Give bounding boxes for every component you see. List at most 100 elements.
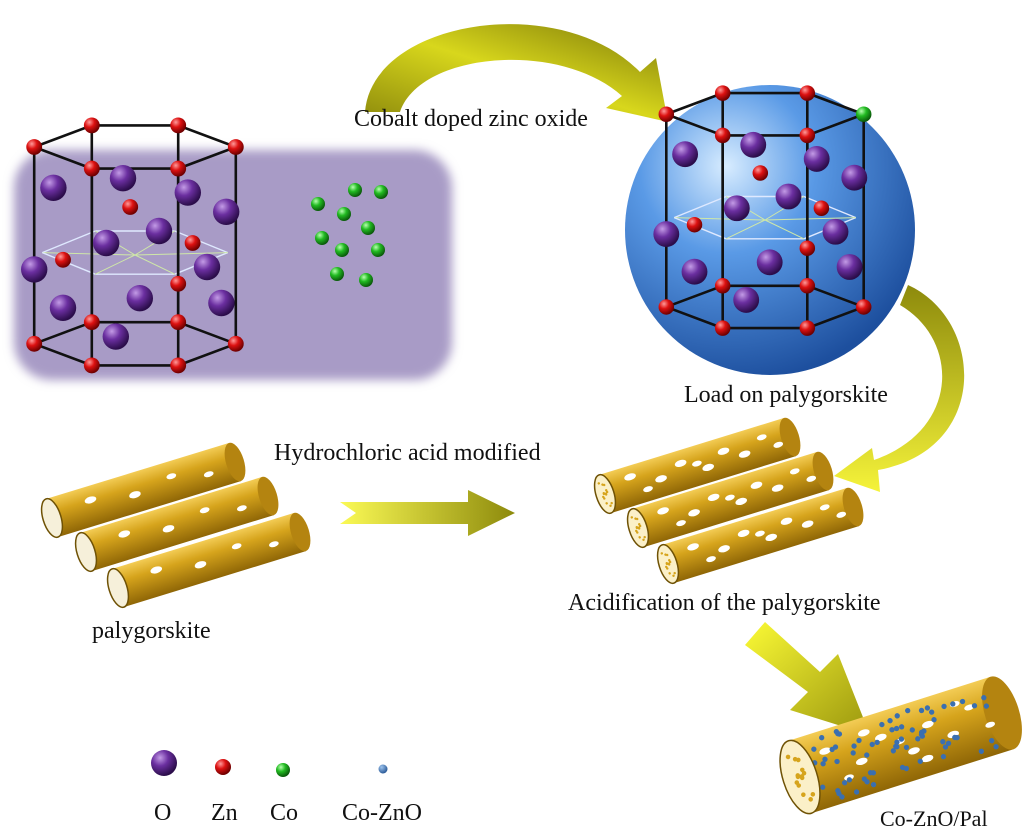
cobalt-atom (361, 221, 375, 235)
zinc-atom (714, 278, 731, 294)
pore (84, 496, 97, 504)
co-zno-dot (940, 753, 947, 760)
co-zno-dot (846, 777, 853, 783)
co-zno-dot (850, 750, 856, 756)
legend-co-zno-icon (378, 764, 388, 774)
co-zno-dot (928, 709, 935, 715)
zinc-atom (83, 357, 100, 374)
zinc-atom (799, 240, 816, 256)
palygorskite-tubes (40, 442, 311, 609)
tube (74, 476, 279, 573)
co-zno-dot (898, 736, 905, 742)
pore (771, 484, 784, 492)
pore (150, 566, 163, 574)
oxygen-atom (740, 131, 767, 158)
arrow-hcl (340, 490, 515, 536)
co-zno-dot (971, 703, 978, 709)
co-zno-dot (905, 707, 911, 714)
co-zno-dot (983, 703, 990, 709)
zinc-atom (227, 335, 244, 352)
oxygen-atom (672, 141, 699, 168)
legend-cobalt-icon (276, 763, 290, 777)
pore (231, 543, 242, 550)
co-zno-dot (893, 725, 900, 732)
co-zno-dot (931, 717, 937, 723)
co-zno-dot (978, 748, 985, 754)
pore (735, 497, 748, 506)
co-zno-dot (959, 698, 966, 705)
oxygen-atom (681, 258, 708, 285)
pore (129, 491, 141, 499)
cobalt-atom (311, 197, 325, 211)
co-zno-dot (839, 794, 845, 800)
oxygen-atom (208, 289, 235, 317)
co-zno-dot (893, 743, 899, 750)
pore (780, 517, 793, 525)
oxygen-atom (40, 174, 67, 201)
pore (921, 754, 934, 763)
pore (269, 541, 279, 548)
pore (718, 545, 730, 553)
pore (166, 473, 177, 480)
pore (855, 757, 868, 766)
tube (593, 417, 801, 515)
oxygen-atom (126, 285, 153, 312)
co-zno-dot (941, 703, 947, 710)
co-zno-dot (864, 752, 870, 758)
co-zno-dot (903, 765, 910, 772)
co-zno-pal-tube (779, 676, 1022, 815)
zinc-atom (799, 85, 816, 101)
co-zno-dot (879, 721, 885, 728)
label-palygorskite: palygorskite (92, 618, 211, 644)
pore (755, 530, 765, 537)
zinc-atom (122, 199, 139, 215)
legend-label-co: Co (270, 800, 299, 826)
co-zno-dot (861, 776, 868, 782)
co-zno-dot (945, 740, 952, 746)
co-zno-dot (918, 707, 925, 714)
pore (657, 507, 669, 515)
zinc-atom (55, 251, 71, 268)
pore (643, 486, 653, 493)
zinc-atom (184, 235, 201, 251)
zinc-atom (855, 299, 872, 315)
co-zno-dot (898, 724, 905, 730)
zinc-atom (799, 278, 816, 294)
oxygen-atom (775, 183, 802, 210)
co-zno-dot (909, 727, 915, 733)
pore (717, 447, 730, 455)
co-zno-dot (894, 713, 900, 719)
co-zno-dot (894, 739, 900, 745)
tube (106, 512, 311, 609)
co-zno-dot (952, 734, 958, 741)
zinc-atom (170, 160, 187, 177)
pore (964, 704, 974, 711)
pore (624, 473, 636, 481)
co-zno-dot (867, 770, 874, 776)
pore (706, 556, 716, 563)
oxygen-atom (841, 164, 868, 191)
co-zno-dot (836, 790, 842, 797)
cobalt-atom (855, 106, 872, 123)
pore (194, 561, 207, 569)
zinc-atom (170, 117, 187, 134)
zinc-atom (714, 85, 731, 101)
pore (789, 468, 800, 475)
zinc-atom (714, 320, 731, 336)
co-zno-dot (993, 744, 999, 750)
pore (237, 505, 247, 512)
zinc-atom (26, 335, 43, 352)
oxygen-atom (21, 256, 48, 283)
zinc-atom (752, 165, 769, 181)
zinc-atom (83, 117, 100, 134)
pore (756, 434, 767, 441)
pore (819, 747, 831, 755)
label-acidification: Acidification of the palygorskite (568, 590, 881, 616)
pore (750, 481, 763, 489)
co-zno-dot (924, 705, 931, 711)
zinc-atom (26, 139, 43, 155)
legend-label-co-zno: Co-ZnO (342, 800, 422, 826)
pore (765, 533, 778, 542)
legend (151, 750, 388, 777)
oxygen-atom (109, 165, 137, 192)
